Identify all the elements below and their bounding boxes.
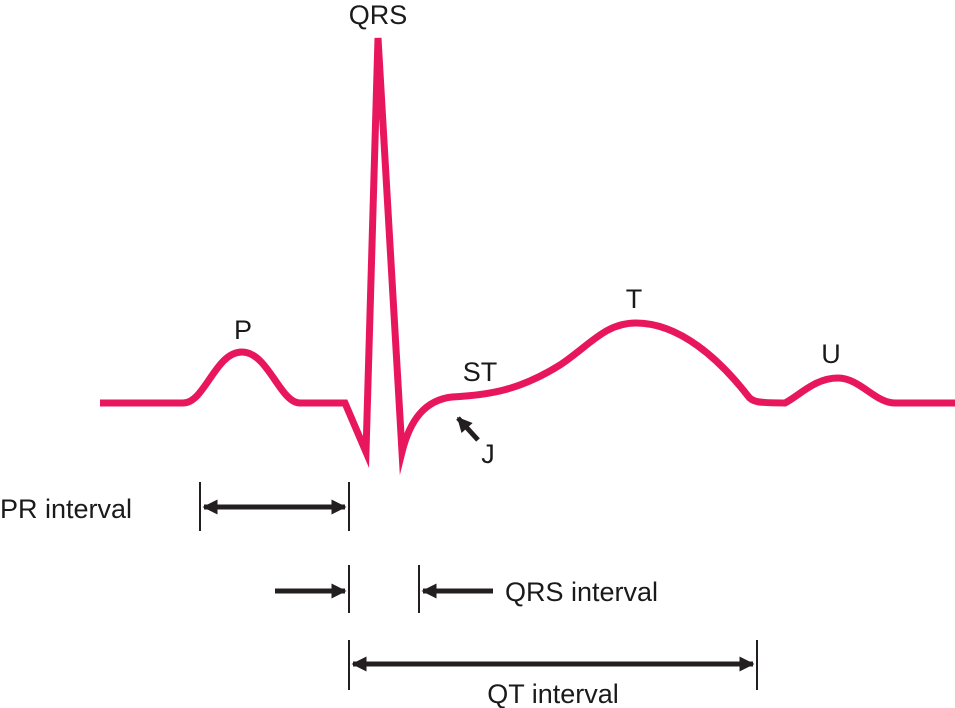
label-qt-interval: QT interval: [487, 679, 619, 708]
j-point-arrow: [456, 416, 480, 442]
label-pr-interval: PR interval: [0, 494, 132, 524]
label-t: T: [626, 284, 643, 314]
label-u: U: [821, 339, 841, 369]
label-qrs-interval: QRS interval: [505, 577, 658, 607]
label-qrs: QRS: [349, 0, 408, 30]
ecg-waveform: [100, 37, 955, 476]
label-st: ST: [463, 357, 498, 387]
label-j: J: [481, 439, 495, 469]
label-p: P: [234, 315, 252, 345]
